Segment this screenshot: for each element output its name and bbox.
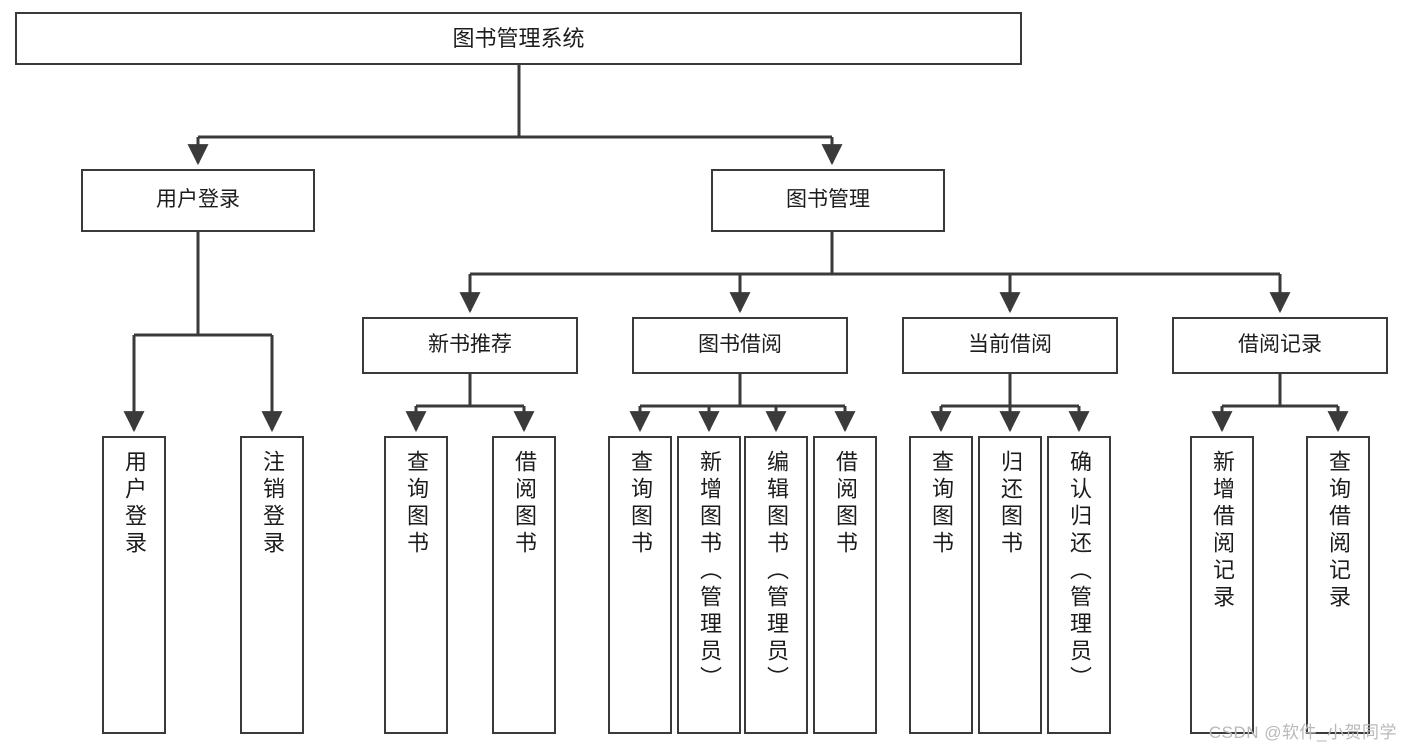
csdn-watermark: CSDN @软件_小贺同学	[1208, 723, 1397, 742]
node-label: 归还图书	[998, 450, 1023, 558]
node-leaf-add-book[interactable]: 新增图书（管理员）	[677, 436, 741, 734]
node-leaf-user-login[interactable]: 用户登录	[102, 436, 166, 734]
node-borrowing-record[interactable]: 借阅记录	[1172, 317, 1388, 374]
node-leaf-borrow-book-2[interactable]: 借阅图书	[813, 436, 877, 734]
node-label: 用户登录	[122, 450, 147, 558]
node-current-borrowing[interactable]: 当前借阅	[902, 317, 1118, 374]
node-book-borrowing[interactable]: 图书借阅	[632, 317, 848, 374]
node-label: 查询图书	[628, 450, 653, 558]
node-label: 新增借阅记录	[1210, 450, 1235, 612]
node-label: 查询借阅记录	[1326, 450, 1351, 612]
node-book-management[interactable]: 图书管理	[711, 169, 945, 232]
node-label: 确认归还（管理员）	[1067, 450, 1092, 693]
node-label: 查询图书	[404, 450, 429, 558]
node-leaf-query-book-1[interactable]: 查询图书	[384, 436, 448, 734]
node-leaf-edit-book[interactable]: 编辑图书（管理员）	[744, 436, 808, 734]
node-user-login[interactable]: 用户登录	[81, 169, 315, 232]
node-label: 借阅记录	[1238, 333, 1322, 357]
node-label: 图书管理	[786, 188, 870, 212]
node-label: 新书推荐	[428, 333, 512, 357]
node-leaf-borrow-book-1[interactable]: 借阅图书	[492, 436, 556, 734]
node-leaf-confirm-return[interactable]: 确认归还（管理员）	[1047, 436, 1111, 734]
node-label: 编辑图书（管理员）	[764, 450, 789, 693]
node-label: 图书借阅	[698, 333, 782, 357]
node-label: 新增图书（管理员）	[697, 450, 722, 693]
node-leaf-return-book[interactable]: 归还图书	[978, 436, 1042, 734]
node-label: 用户登录	[156, 188, 240, 212]
node-label: 借阅图书	[833, 450, 858, 558]
node-leaf-user-logout[interactable]: 注销登录	[240, 436, 304, 734]
node-label: 借阅图书	[512, 450, 537, 558]
node-new-book-recommendation[interactable]: 新书推荐	[362, 317, 578, 374]
node-leaf-query-book-2[interactable]: 查询图书	[608, 436, 672, 734]
node-label: 当前借阅	[968, 333, 1052, 357]
node-leaf-add-borrow-record[interactable]: 新增借阅记录	[1190, 436, 1254, 734]
node-label: 图书管理系统	[452, 25, 585, 51]
node-label: 注销登录	[260, 450, 285, 558]
node-leaf-query-book-3[interactable]: 查询图书	[909, 436, 973, 734]
node-root-book-management-system[interactable]: 图书管理系统	[15, 12, 1022, 65]
node-leaf-query-borrow-record[interactable]: 查询借阅记录	[1306, 436, 1370, 734]
node-label: 查询图书	[929, 450, 954, 558]
